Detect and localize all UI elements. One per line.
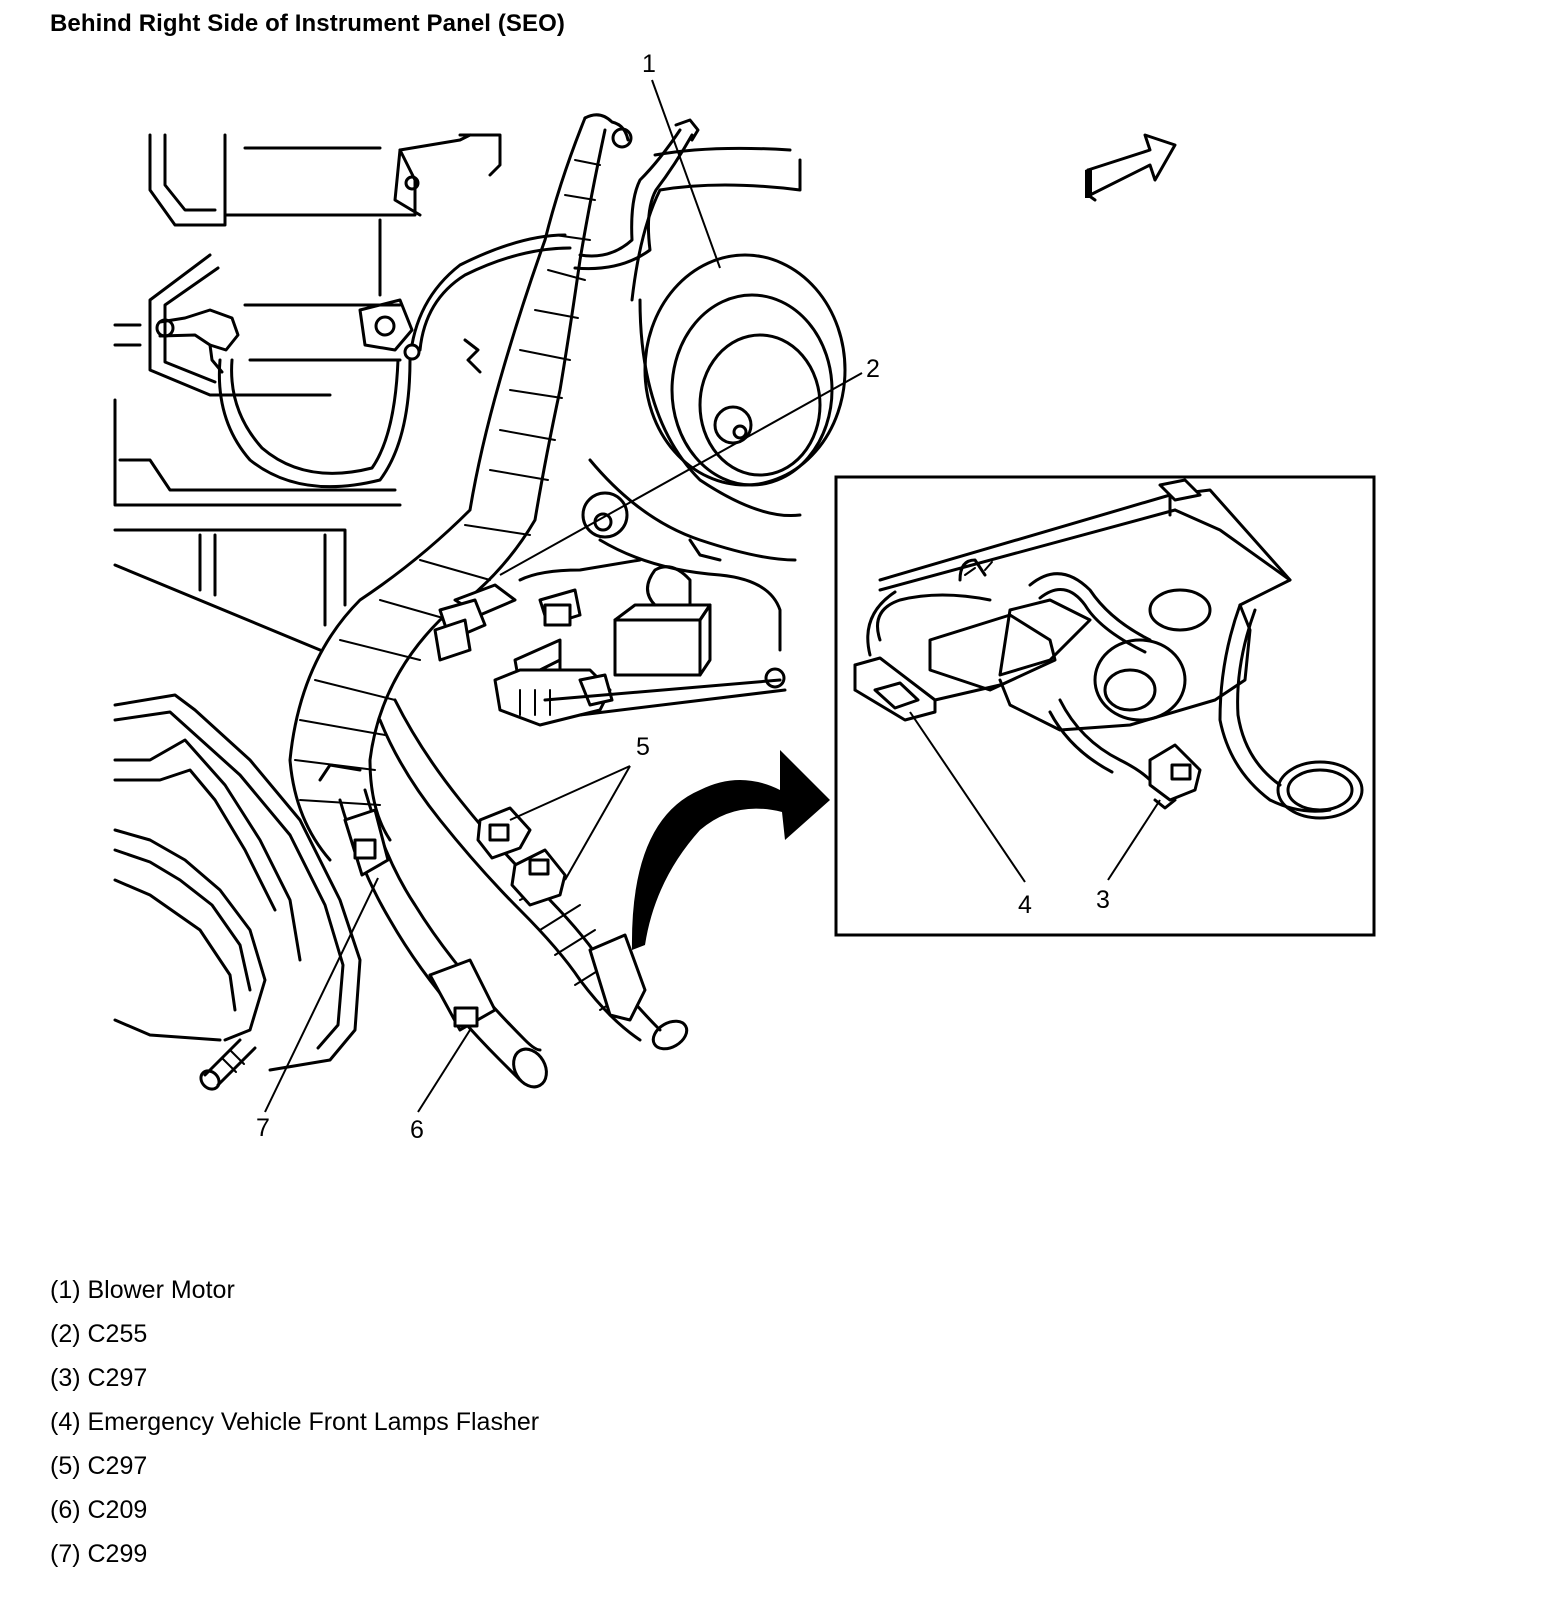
vacuum-line — [217, 233, 572, 489]
callout-1: 1 — [642, 50, 656, 78]
leader-6 — [417, 1029, 471, 1113]
callout-5: 5 — [636, 733, 650, 761]
callout-7: 7 — [256, 1114, 270, 1142]
callout-2: 2 — [866, 355, 880, 383]
callout-4: 4 — [1018, 891, 1032, 919]
lower-left-module — [113, 693, 362, 1091]
legend-item-c209: (6) C209 — [50, 1496, 148, 1524]
legend-item-flasher: (4) Emergency Vehicle Front Lamps Flashe… — [50, 1408, 540, 1436]
callout-3: 3 — [1096, 886, 1110, 914]
leader-3 — [1107, 799, 1161, 881]
leader-5b — [564, 765, 631, 881]
leader-lines — [264, 79, 1161, 1113]
callout-6: 6 — [410, 1116, 424, 1144]
forward-arrow-icon — [1085, 133, 1177, 202]
leader-1 — [651, 79, 721, 269]
callout-labels: 1 2 3 4 5 6 7 — [256, 50, 1110, 1144]
legend-item-blower-motor: (1) Blower Motor — [50, 1276, 235, 1304]
wiring-diagram: 1 2 3 4 5 6 7 — [113, 50, 1376, 1144]
main-harness — [288, 113, 633, 862]
legend-item-c297: (5) C297 — [50, 1452, 148, 1480]
curved-arrow-icon — [631, 750, 830, 950]
legend-item-c299: (7) C299 — [50, 1540, 148, 1568]
blower-motor — [581, 146, 847, 652]
leader-4 — [909, 711, 1026, 883]
c255-connector — [433, 538, 787, 727]
pigtail-wire — [573, 118, 700, 271]
legend-item-c255: (2) C255 — [50, 1320, 148, 1348]
hvac-housing — [113, 133, 502, 652]
component-legend: (1) Blower Motor (2) C255 (3) C297 (4) E… — [50, 1268, 539, 1576]
legend-item-c297-inset: (3) C297 — [50, 1364, 148, 1392]
lower-harness-branches — [318, 698, 689, 1089]
page-title: Behind Right Side of Instrument Panel (S… — [50, 10, 565, 37]
detail-inset — [834, 475, 1376, 937]
leader-2 — [499, 372, 863, 576]
leader-5a — [509, 765, 631, 821]
leader-7 — [264, 877, 379, 1113]
